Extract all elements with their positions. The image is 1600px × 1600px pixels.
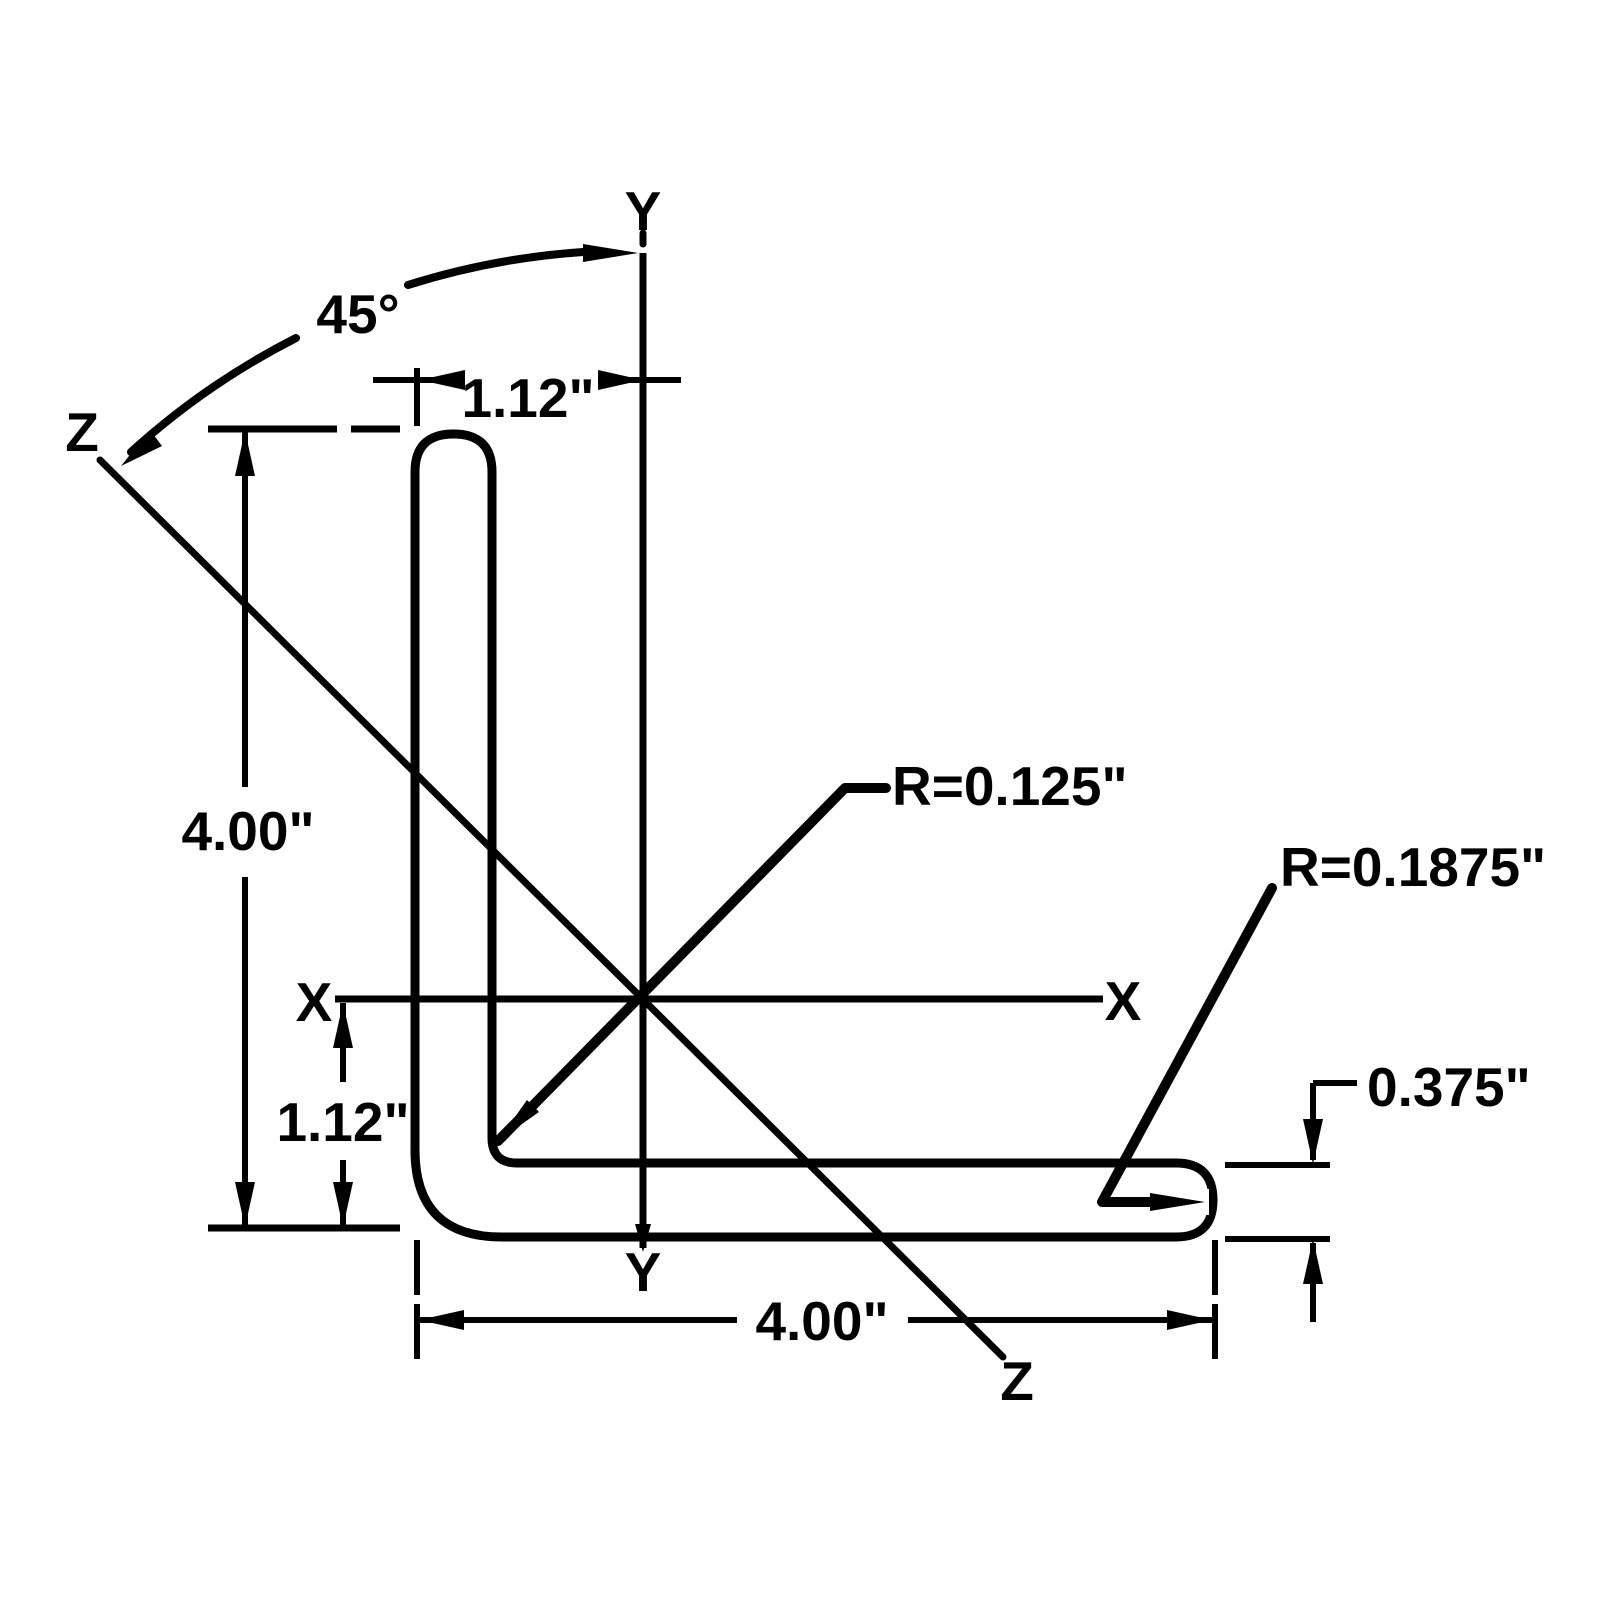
leader-line: [1097, 883, 1277, 1207]
axis-label-z-top: Z: [65, 401, 99, 463]
arrowhead-right: [598, 370, 643, 390]
height-label: 4.00": [181, 800, 314, 862]
angle-arc-left-arrowhead: [121, 430, 162, 466]
angle-outline: [410, 429, 1218, 1242]
thickness-dimension: 0.375": [1225, 1056, 1531, 1322]
axis-label-x-right: X: [1105, 970, 1142, 1032]
arrowhead: [1150, 1193, 1205, 1211]
left-height-dimension: 4.00": [181, 431, 400, 1232]
arrowhead-up: [1303, 1239, 1323, 1284]
fillet-radius-callout: R=0.125": [493, 755, 1128, 1146]
angle-arc-segment: [404, 248, 587, 289]
left-offset-dimension: 1.12": [276, 1003, 410, 1227]
toe-radius-callout: R=0.1875": [1085, 836, 1546, 1215]
fillet-radius-label: R=0.125": [892, 755, 1128, 817]
arrowhead-right: [1167, 1310, 1212, 1330]
arrowhead-up: [235, 431, 255, 476]
top-offset-dimension: 1.12": [208, 367, 681, 433]
arrowhead-down: [333, 1182, 353, 1227]
arrowhead-up: [333, 1003, 353, 1048]
y-axis-bottom-arrowhead: [635, 1224, 651, 1252]
bottom-width-dimension: 4.00": [414, 1240, 1218, 1360]
toe-radius-label: R=0.1875": [1280, 836, 1546, 898]
leader-line: [493, 783, 891, 1146]
axis-label-y-top: Y: [625, 180, 662, 242]
angle-arc-segment: [127, 334, 300, 456]
axis-label-y-bottom: Y: [625, 1241, 662, 1303]
arrowhead-down: [235, 1182, 255, 1227]
top-offset-label: 1.12": [461, 367, 594, 429]
arrowhead: [498, 1100, 539, 1141]
angle-dimension: 45°: [121, 244, 638, 466]
axis-label-x-left: X: [296, 971, 333, 1033]
arrowhead-left: [420, 370, 465, 390]
angle-arc-right-arrowhead: [583, 244, 638, 262]
thickness-label: 0.375": [1367, 1056, 1531, 1118]
axis-label-z-bottom: Z: [1000, 1350, 1034, 1412]
width-label: 4.00": [755, 1290, 888, 1352]
left-offset-label: 1.12": [276, 1091, 409, 1153]
centroid-axes: X X Y Y Z Z: [65, 180, 1141, 1412]
angle-label: 45°: [316, 283, 399, 345]
arrowhead-down: [1303, 1119, 1323, 1164]
arrowhead-left: [419, 1310, 464, 1330]
section-shape: [410, 429, 1218, 1242]
z-axis-line: [96, 456, 1007, 1361]
